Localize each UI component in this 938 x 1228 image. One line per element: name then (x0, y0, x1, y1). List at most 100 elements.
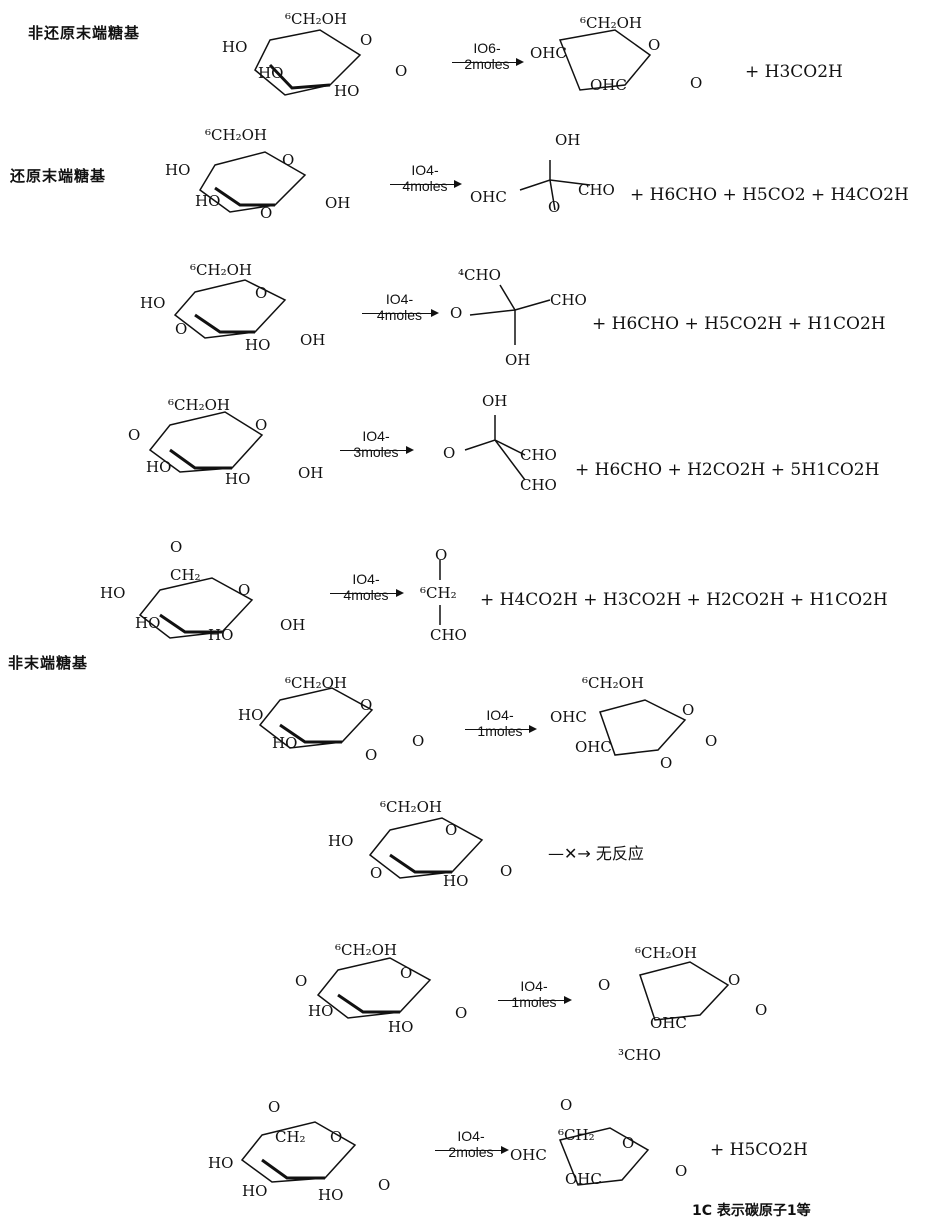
svg-text:CHO: CHO (520, 446, 557, 464)
svg-text:HO: HO (258, 64, 283, 82)
svg-text:O: O (255, 284, 267, 302)
svg-text:O: O (455, 1004, 467, 1022)
reaction-arrow-5 (330, 589, 404, 597)
svg-text:O: O (705, 732, 717, 750)
svg-text:O: O (370, 864, 382, 882)
svg-text:HO: HO (165, 161, 190, 179)
svg-text:O: O (450, 304, 462, 322)
svg-text:O: O (128, 426, 140, 444)
svg-text:O: O (675, 1162, 687, 1180)
svg-text:OHC: OHC (565, 1170, 602, 1188)
svg-text:OHC: OHC (550, 708, 587, 726)
product-fragment-2 (519, 160, 591, 211)
ring-3 (173, 279, 287, 339)
reaction-arrow-9 (435, 1146, 509, 1154)
svg-text:OHC: OHC (590, 76, 627, 94)
reaction-conditions-9: IO4-2moles (448, 1128, 494, 1160)
footnote: 1C 表示碳原子1等 (692, 1203, 811, 1219)
product-fragment-4 (464, 415, 526, 481)
svg-text:O: O (360, 696, 372, 714)
svg-text:HO: HO (146, 458, 171, 476)
svg-text:O: O (238, 581, 250, 599)
svg-text:OHC: OHC (510, 1146, 547, 1164)
svg-text:HO: HO (135, 614, 160, 632)
svg-text:O: O (622, 1134, 634, 1152)
svg-text:O: O (365, 746, 377, 764)
product-ring-8 (639, 961, 730, 1021)
reaction-arrow-8 (498, 996, 572, 1004)
section-label-reducing: 还原末端糖基 (10, 167, 107, 185)
svg-text:⁶CH₂OH: ⁶CH₂OH (580, 14, 642, 32)
svg-text:HO: HO (245, 336, 270, 354)
svg-text:OH: OH (505, 351, 530, 369)
svg-text:O: O (400, 964, 412, 982)
svg-text:O: O (260, 204, 272, 222)
svg-text:HO: HO (208, 626, 233, 644)
reaction-conditions-3: IO4-4moles (376, 291, 423, 323)
product-ring-6 (599, 699, 687, 756)
svg-text:O: O (295, 972, 307, 990)
svg-text:OH: OH (325, 194, 350, 212)
product-ring-9 (558, 1127, 650, 1186)
reaction-arrow-2 (390, 180, 462, 188)
svg-text:OH: OH (298, 464, 323, 482)
svg-text:⁶CH₂OH: ⁶CH₂OH (190, 261, 252, 279)
product-fragment-3 (469, 284, 551, 345)
reaction-arrow-1 (452, 58, 524, 66)
svg-text:O: O (255, 416, 267, 434)
svg-text:O: O (660, 754, 672, 772)
reaction-arrow-6 (465, 725, 537, 733)
svg-text:O: O (755, 1001, 767, 1019)
svg-text:HO: HO (100, 584, 125, 602)
svg-text:CHO: CHO (520, 476, 557, 494)
svg-text:⁶CH₂OH: ⁶CH₂OH (582, 674, 644, 692)
byproducts-3: + H6CHO + H5CO2H + H1CO2H (592, 314, 886, 334)
svg-text:OHC: OHC (530, 44, 567, 62)
svg-text:O: O (175, 320, 187, 338)
svg-text:O: O (648, 36, 660, 54)
svg-text:OHC: OHC (575, 738, 612, 756)
reaction-arrow-4 (340, 446, 414, 454)
svg-text:OHC: OHC (650, 1014, 687, 1032)
svg-text:HO: HO (308, 1002, 333, 1020)
byproducts-1: + H3CO2H (745, 62, 843, 82)
svg-text:HO: HO (388, 1018, 413, 1036)
svg-text:O: O (395, 62, 407, 80)
svg-text:HO: HO (328, 832, 353, 850)
ring-7 (368, 817, 484, 879)
reaction-conditions-6: IO4-1moles (477, 707, 523, 739)
svg-text:O: O (268, 1098, 280, 1116)
reaction-arrow-3 (362, 309, 439, 317)
svg-text:HO: HO (318, 1186, 343, 1204)
svg-text:⁶CH₂OH: ⁶CH₂OH (635, 944, 697, 962)
svg-text:HO: HO (242, 1182, 267, 1200)
svg-text:CH₂: CH₂ (170, 566, 201, 584)
svg-text:⁶CH₂OH: ⁶CH₂OH (285, 674, 347, 692)
ring-8 (316, 957, 432, 1019)
svg-text:OH: OH (482, 392, 507, 410)
svg-text:CHO: CHO (430, 626, 467, 644)
svg-text:O: O (500, 862, 512, 880)
svg-text:O: O (170, 538, 182, 556)
svg-text:⁶CH₂OH: ⁶CH₂OH (380, 798, 442, 816)
byproducts-5: + H4CO2H + H3CO2H + H2CO2H + H1CO2H (480, 590, 888, 610)
svg-text:OH: OH (300, 331, 325, 349)
svg-text:HO: HO (225, 470, 250, 488)
byproducts-2: + H6CHO + H5CO2 + H4CO2H (630, 185, 909, 205)
svg-text:O: O (435, 546, 447, 564)
reaction-conditions-4: IO4-3moles (353, 428, 399, 460)
svg-text:O: O (443, 444, 455, 462)
reaction-conditions-5: IO4-4moles (343, 571, 389, 603)
svg-text:O: O (728, 971, 740, 989)
svg-text:O: O (412, 732, 424, 750)
reaction-conditions-8: IO4-1moles (511, 978, 557, 1010)
byproducts-9: + H5CO2H (710, 1140, 808, 1160)
svg-text:⁴CHO: ⁴CHO (458, 266, 501, 284)
svg-text:HO: HO (195, 192, 220, 210)
svg-text:O: O (378, 1176, 390, 1194)
section-label-nonterminal: 非末端糖基 (8, 654, 89, 672)
svg-text:OH: OH (555, 131, 580, 149)
svg-text:O: O (690, 74, 702, 92)
svg-text:CH₂: CH₂ (275, 1128, 306, 1146)
